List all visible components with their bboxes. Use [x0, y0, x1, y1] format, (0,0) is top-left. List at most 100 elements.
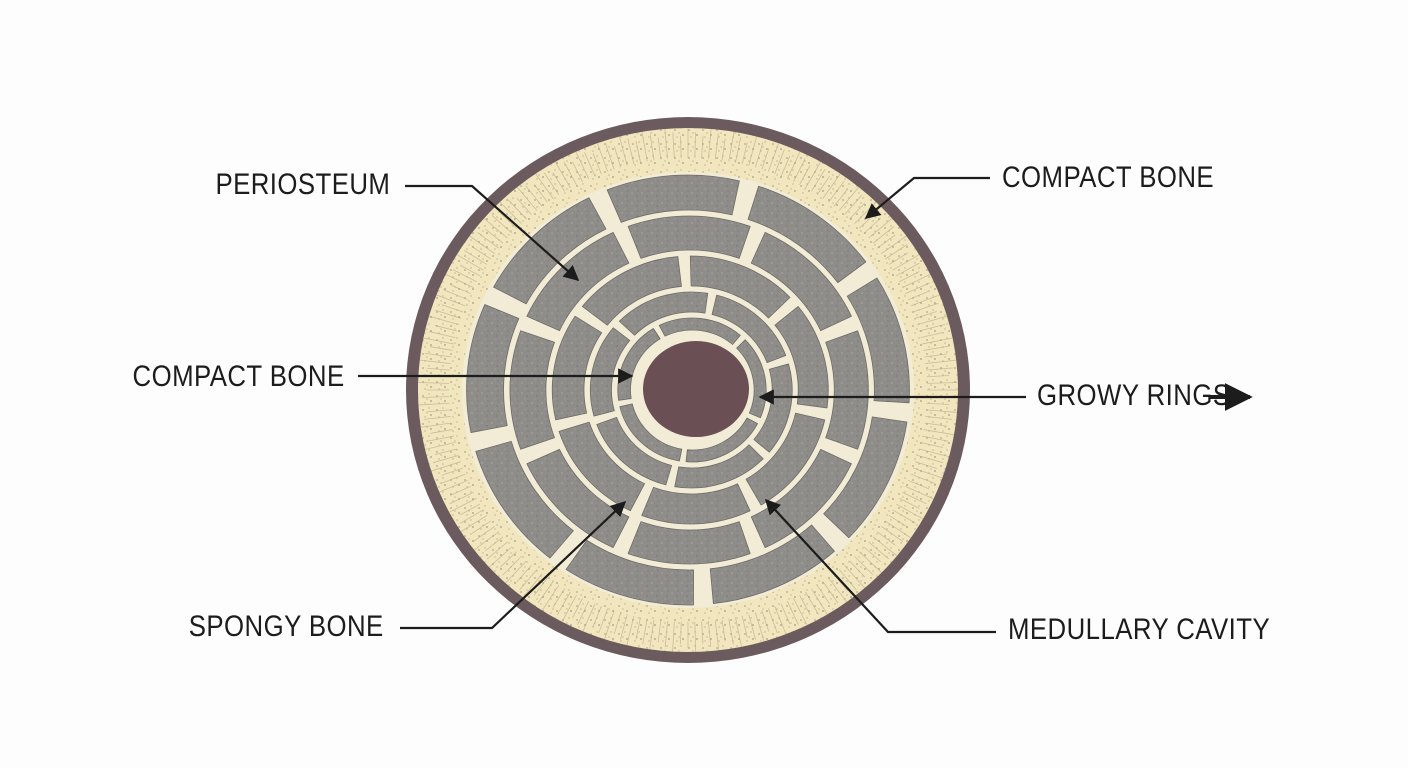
leader-lines	[358, 176, 1253, 634]
radial-striation	[754, 612, 765, 642]
radial-striation	[427, 367, 450, 371]
radial-striation	[735, 617, 742, 647]
radial-striation	[516, 186, 538, 211]
radial-striation	[483, 218, 508, 239]
radial-striation	[774, 606, 787, 635]
radial-striation	[672, 132, 675, 159]
radial-striation	[923, 345, 950, 351]
medullary-cavity-leader	[764, 498, 996, 634]
spongy-bone-cell	[658, 317, 741, 345]
radial-striation	[596, 143, 609, 172]
radial-striation	[430, 346, 453, 351]
radial-striation	[541, 584, 560, 611]
radial-striation	[881, 526, 904, 542]
radial-striation	[926, 382, 958, 384]
radial-striation	[905, 282, 930, 294]
radial-striation	[508, 199, 527, 220]
radial-striation	[741, 142, 748, 165]
radial-striation	[619, 136, 628, 166]
radial-striation	[491, 215, 513, 234]
radial-striation	[525, 185, 543, 207]
periosteum-label: PERIOSTEUM	[215, 168, 390, 201]
radial-striation	[926, 409, 957, 413]
radial-striation	[533, 577, 548, 596]
radial-striation	[434, 448, 457, 455]
radial-striation	[854, 556, 874, 576]
radial-striation	[598, 608, 609, 634]
radial-striation	[816, 584, 830, 604]
radial-striation	[443, 289, 469, 301]
radial-striation	[445, 274, 474, 288]
radial-striation	[811, 168, 826, 192]
spongy-bone-cell	[674, 444, 764, 489]
spongy-bone-cell	[606, 174, 740, 223]
radial-striation	[761, 148, 770, 170]
radial-striation	[899, 271, 920, 283]
radial-striation	[888, 252, 909, 265]
radial-striation	[449, 497, 477, 513]
radial-striation	[561, 594, 577, 622]
radial-striation	[905, 486, 934, 500]
radial-striation	[694, 132, 696, 159]
radial-striation	[912, 467, 943, 479]
radial-striation	[649, 619, 655, 650]
radial-striation	[627, 138, 635, 165]
radial-striation	[780, 155, 791, 177]
spongy-bone-cell	[565, 539, 694, 606]
radial-striation	[924, 422, 948, 427]
spongy-bone-cell	[475, 440, 574, 559]
radial-striation	[429, 331, 456, 338]
compact-bone-right-leader	[864, 176, 990, 219]
radial-striation	[863, 546, 882, 563]
spongy-bone-cell	[750, 232, 852, 332]
spongy-bone-cell	[493, 197, 607, 305]
radial-striation	[537, 581, 554, 604]
radial-striation	[649, 134, 655, 161]
radial-striation	[714, 133, 719, 160]
radial-striation	[844, 194, 863, 215]
radial-striation	[519, 569, 538, 590]
radial-striation	[554, 161, 571, 189]
radial-striation	[694, 621, 697, 652]
radial-striation	[543, 172, 560, 196]
radial-striation	[895, 503, 924, 520]
spongy-bone-cell	[846, 277, 910, 404]
radial-striation	[708, 621, 712, 648]
radial-striation	[849, 202, 866, 220]
radial-striation	[441, 467, 464, 476]
radial-striation	[516, 197, 532, 215]
radial-striation	[635, 140, 641, 163]
radial-striation	[822, 581, 839, 604]
radial-striation	[488, 546, 513, 568]
radial-striation	[664, 621, 668, 648]
spongy-bone-cell	[619, 403, 683, 462]
radial-striation	[469, 235, 495, 254]
radial-striation	[613, 146, 622, 168]
radial-striation	[460, 264, 481, 277]
radial-striation	[708, 128, 712, 159]
radial-striation	[922, 435, 949, 442]
radial-striation	[427, 435, 454, 442]
spongy-bone-cell	[689, 255, 791, 319]
radial-striation	[728, 618, 734, 645]
radial-striation	[902, 274, 931, 288]
radial-striation	[575, 151, 590, 180]
radial-striation	[917, 315, 948, 326]
radial-striation	[924, 353, 948, 358]
radial-striation	[917, 454, 944, 464]
radial-striation	[605, 144, 615, 170]
spongy-bone-cell	[618, 291, 709, 336]
radial-striation	[535, 173, 554, 199]
spongy-bone-cell	[526, 232, 630, 332]
radial-striation	[881, 235, 907, 254]
spongy-bone-cell	[558, 421, 646, 512]
spongy-bone-cell	[823, 416, 908, 539]
radial-striation	[425, 442, 456, 450]
radial-striation	[423, 337, 454, 345]
medullary-cavity-center	[643, 341, 749, 437]
radial-striation	[423, 416, 451, 420]
radial-striation	[440, 473, 466, 484]
radial-striation	[680, 621, 682, 644]
radial-striation	[500, 212, 517, 229]
radial-striation	[919, 324, 946, 332]
